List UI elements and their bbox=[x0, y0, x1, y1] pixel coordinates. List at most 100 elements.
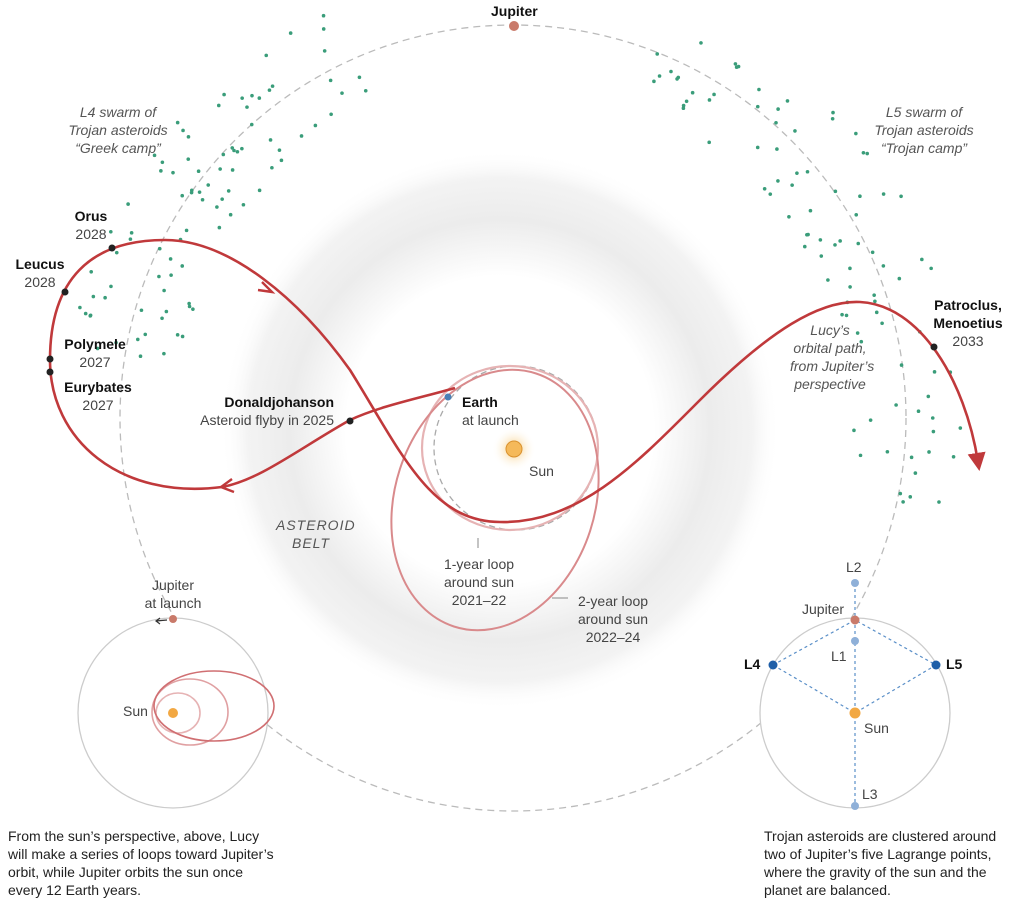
trojan-asteroid-dot bbox=[858, 453, 863, 458]
trojan-asteroid-dot bbox=[833, 243, 837, 247]
sun-label: Sun bbox=[529, 463, 554, 479]
inset-left-jupiter bbox=[169, 615, 177, 623]
jupiter-label: Jupiter bbox=[491, 3, 538, 19]
trojan-asteroid-dot bbox=[757, 87, 761, 92]
trojan-asteroid-dot bbox=[699, 41, 703, 45]
trojan-asteroid-dot bbox=[129, 231, 134, 235]
trojan-asteroid-dot bbox=[189, 190, 194, 195]
trojan-asteroid-dot bbox=[175, 333, 180, 337]
inset-right-jupiter-label: Jupiter bbox=[802, 601, 845, 617]
trojan-asteroid-dot bbox=[951, 454, 956, 459]
trojan-asteroid-dot bbox=[762, 187, 767, 191]
trojan-asteroid-dot bbox=[277, 148, 282, 152]
trojan-asteroid-dot bbox=[114, 340, 118, 345]
l1-marker bbox=[851, 637, 859, 645]
trojan-asteroid-dot bbox=[830, 116, 835, 121]
trojan-asteroid-dot bbox=[143, 332, 148, 337]
trojan-asteroid-dot bbox=[215, 205, 219, 209]
trojan-asteroid-dot bbox=[808, 208, 813, 213]
trojan-asteroid-dot bbox=[930, 416, 935, 420]
trojan-asteroid-dot bbox=[787, 214, 791, 219]
trojan-asteroid-dot bbox=[901, 500, 905, 504]
trojan-asteroid-dot bbox=[91, 294, 96, 299]
trojan-asteroid-dot bbox=[139, 308, 144, 313]
trojan-asteroid-dot bbox=[858, 194, 862, 199]
trojan-asteroid-dot bbox=[191, 307, 195, 311]
trojan-asteroid-dot bbox=[267, 88, 272, 92]
trojan-asteroid-dot bbox=[898, 491, 903, 496]
asteroid-belt bbox=[220, 150, 780, 710]
trojan-asteroid-dot bbox=[793, 129, 797, 133]
l1-label: L1 bbox=[831, 648, 847, 664]
trojan-asteroid-dot bbox=[241, 202, 246, 207]
trojan-asteroid-dot bbox=[109, 284, 113, 289]
trojan-asteroid-dot bbox=[228, 212, 233, 217]
trojan-asteroid-dot bbox=[245, 105, 249, 109]
trojan-asteroid-dot bbox=[257, 96, 262, 100]
trojan-asteroid-dot bbox=[881, 192, 886, 196]
trojan-asteroid-dot bbox=[931, 429, 936, 434]
loop2-line3: 2022–24 bbox=[585, 629, 641, 645]
lucy-path-line3: from Jupiter’s bbox=[790, 358, 875, 374]
trojan-asteroid-dot bbox=[908, 495, 913, 499]
trojan-asteroid-dot bbox=[690, 90, 695, 95]
trojan-asteroid-dot bbox=[222, 92, 226, 97]
l4-label: L4 bbox=[744, 656, 761, 672]
loop2-line2: around sun bbox=[577, 611, 649, 627]
trojan-asteroid-dot bbox=[920, 257, 924, 262]
belt-line2: BELT bbox=[292, 535, 330, 551]
trojan-asteroid-dot bbox=[187, 304, 192, 309]
trojan-asteroid-dot bbox=[712, 92, 716, 97]
trojan-asteroid-dot bbox=[652, 79, 656, 84]
trojan-asteroid-dot bbox=[958, 426, 963, 430]
trojan-asteroid-dot bbox=[180, 334, 185, 339]
inset-left-jupiter-arrow bbox=[155, 617, 168, 625]
trojan-asteroid-dot bbox=[856, 241, 861, 246]
l5-line3: “Trojan camp” bbox=[880, 140, 968, 156]
l5-marker bbox=[931, 660, 941, 670]
patroclus-name: Patroclus, bbox=[934, 297, 1002, 313]
trojan-asteroid-dot bbox=[826, 278, 830, 282]
trojan-asteroid-dot bbox=[160, 316, 164, 321]
trojan-asteroid-dot bbox=[268, 138, 273, 142]
belt-line1: ASTEROID bbox=[276, 517, 356, 533]
trojan-asteroid-dot bbox=[184, 228, 189, 233]
l3-label: L3 bbox=[862, 786, 878, 802]
trojan-asteroid-dot bbox=[932, 370, 937, 374]
inset-left-jupiter-line2: at launch bbox=[144, 595, 202, 611]
trojan-asteroid-dot bbox=[216, 103, 221, 108]
trojan-asteroid-dot bbox=[160, 160, 165, 165]
donaldjohanson-marker bbox=[346, 417, 354, 425]
trojan-asteroid-dot bbox=[927, 450, 931, 454]
trojan-asteroid-dot bbox=[776, 179, 780, 183]
trojan-asteroid-dot bbox=[240, 96, 244, 100]
trojan-asteroid-dot bbox=[220, 197, 224, 201]
path-arrow-1 bbox=[257, 281, 276, 294]
earth-name: Earth bbox=[462, 394, 498, 410]
trojan-asteroid-dot bbox=[855, 331, 860, 335]
trojan-asteroid-dot bbox=[819, 254, 824, 258]
trojan-asteroid-dot bbox=[755, 145, 760, 150]
asteroid-belt-label: ASTEROID BELT bbox=[276, 516, 356, 552]
menoetius-name: Menoetius bbox=[933, 315, 1003, 331]
inset-right-sun bbox=[849, 707, 861, 719]
trojan-asteroid-dot bbox=[264, 53, 269, 58]
trojan-asteroid-dot bbox=[363, 89, 368, 93]
trojan-asteroid-dot bbox=[870, 250, 875, 255]
trojan-asteroid-dot bbox=[95, 346, 100, 351]
trojan-asteroid-dot bbox=[126, 202, 130, 206]
trojan-asteroid-dot bbox=[288, 31, 293, 35]
trojan-asteroid-dot bbox=[657, 74, 662, 78]
trojan-asteroid-dot bbox=[128, 237, 133, 241]
trojan-asteroid-dot bbox=[162, 351, 166, 356]
trojan-asteroid-dot bbox=[270, 84, 275, 88]
trojan-asteroid-dot bbox=[135, 337, 140, 342]
trojan-asteroid-dot bbox=[217, 225, 222, 230]
trojan-asteroid-dot bbox=[669, 69, 673, 74]
polymele-name: Polymele bbox=[64, 336, 126, 352]
